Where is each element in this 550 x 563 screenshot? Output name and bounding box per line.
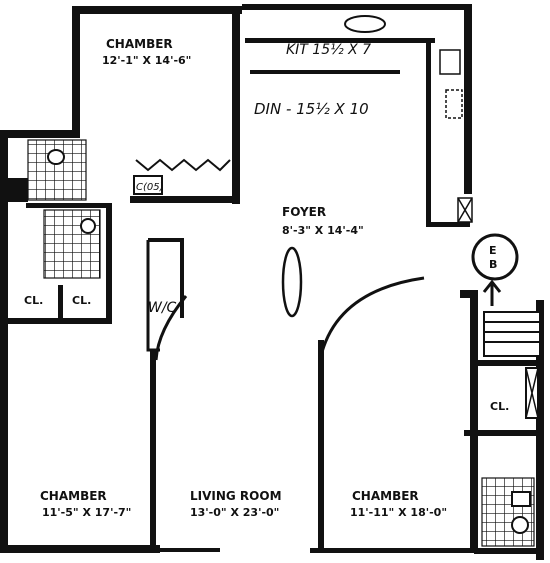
refrigerator-icon — [445, 89, 463, 119]
dining-label: DIN - 15½ X 10 — [254, 100, 369, 118]
elevator-label-top: E — [489, 244, 497, 257]
chamber-left-name: CHAMBER — [40, 489, 107, 503]
closet-divider — [58, 285, 63, 323]
foyer-table-icon — [281, 246, 303, 318]
kitchen-sink-icon — [344, 15, 386, 33]
closet-left-1-label: CL. — [24, 294, 43, 307]
wic-label: W/C — [148, 300, 177, 316]
stairs-icon — [483, 311, 541, 357]
chamber-left-dims: 11'-5" X 17'-7" — [42, 506, 131, 519]
sink-icon — [80, 218, 96, 234]
closet-note: C(05) — [136, 182, 164, 193]
entry-arrow-icon — [482, 279, 502, 306]
bathroom-left — [8, 139, 101, 279]
living-room-dims: 13'-0" X 23'-0" — [190, 506, 279, 519]
closet-note-box — [133, 175, 163, 195]
elevator-label-bottom: B — [489, 258, 497, 271]
stove-icon — [439, 49, 461, 75]
kitchen-fixtures — [344, 15, 473, 223]
chamber-right-name: CHAMBER — [352, 489, 419, 503]
sink-icon — [511, 491, 531, 507]
chamber-right-dims: 11'-11" X 18'-0" — [350, 506, 447, 519]
door-swings — [154, 276, 425, 361]
closet-right-label: CL. — [490, 400, 509, 413]
living-room-name: LIVING ROOM — [190, 489, 282, 503]
elevator-icon — [471, 233, 519, 281]
closet-shelf-zigzag — [135, 158, 231, 172]
closet-left-2-label: CL. — [72, 294, 91, 307]
chamber-top-dims: 12'-1" X 14'-6" — [102, 54, 191, 67]
chamber-top-name: CHAMBER — [106, 37, 173, 51]
bathroom-right — [481, 477, 535, 547]
kitchen-label: KIT 15½ X 7 — [286, 42, 371, 58]
toilet-icon — [511, 516, 529, 534]
foyer-dims: 8'-3" X 14'-4" — [282, 224, 364, 237]
toilet-icon — [47, 149, 65, 165]
exterior-walls — [0, 4, 544, 560]
foyer-name: FOYER — [282, 205, 326, 219]
